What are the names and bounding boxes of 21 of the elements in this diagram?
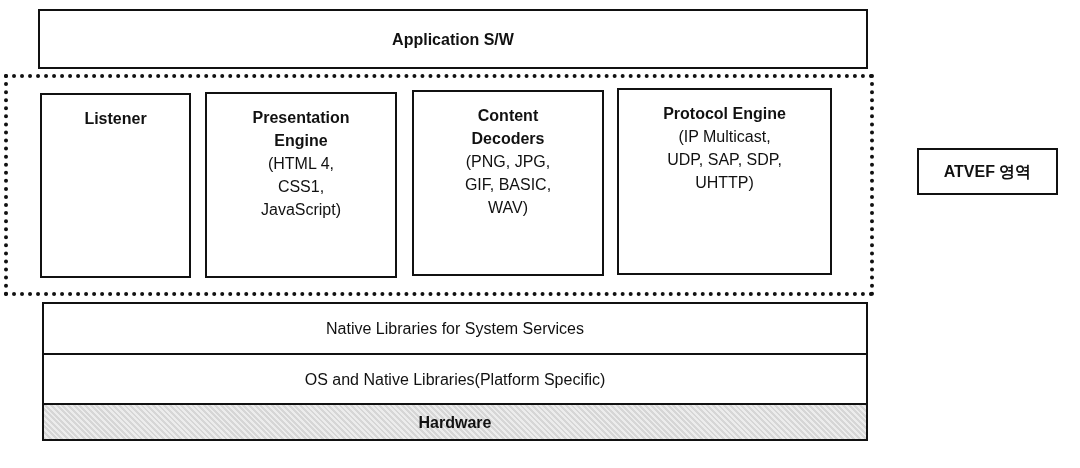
- layer-box: [42, 302, 868, 355]
- layer-box: [42, 403, 868, 441]
- box-title: Application S/W: [392, 29, 514, 50]
- box-title: Listener: [84, 109, 147, 129]
- box-description: (PNG, JPG, GIF, BASIC, WAV): [463, 152, 553, 218]
- box-title: Presentation Engine: [251, 108, 351, 151]
- layer-box: [38, 9, 868, 69]
- component-box: [205, 92, 397, 278]
- box-title: ATVEF 영역: [943, 162, 1032, 182]
- box-description: (IP Multicast, UDP, SAP, SDP, UHTTP): [666, 127, 783, 193]
- dotted-region: [4, 74, 874, 296]
- component-box: [617, 88, 832, 275]
- component-box: [412, 90, 604, 276]
- component-box: [40, 93, 191, 278]
- box-title: Native Libraries for System Services: [326, 319, 584, 339]
- box-description: (HTML 4, CSS1, JavaScript): [260, 154, 342, 220]
- box-title: Hardware: [418, 412, 492, 433]
- label-box: [917, 148, 1058, 195]
- box-title: OS and Native Libraries(Platform Specific): [304, 369, 606, 390]
- box-title: Protocol Engine: [663, 104, 786, 124]
- box-title: Content Decoders: [470, 106, 546, 149]
